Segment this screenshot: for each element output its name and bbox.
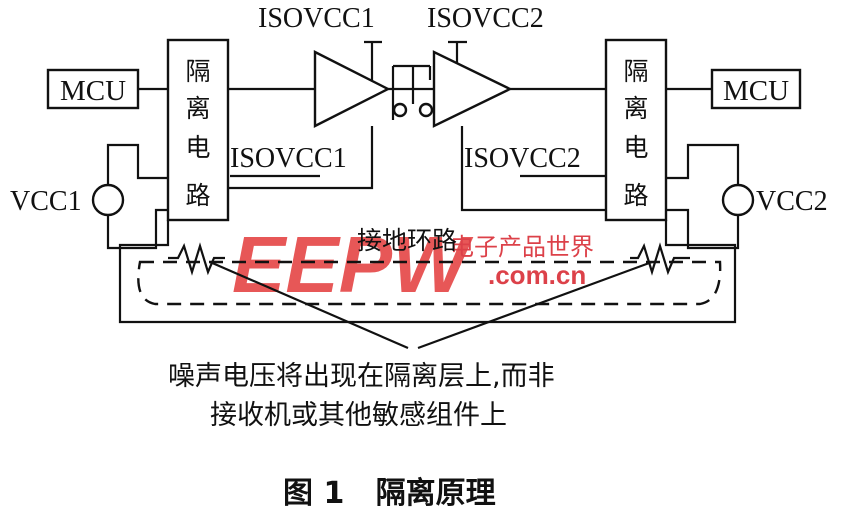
- eepw-chinese: 电子产品世界: [450, 233, 594, 261]
- ground-loop-dashed: [137, 260, 722, 306]
- isolation-left-char: 路: [185, 181, 210, 210]
- isolation-left-char: 电: [185, 133, 210, 162]
- leader-line-left: [209, 260, 409, 350]
- vcc1-source: [91, 143, 168, 250]
- vcc1-label: VCC1: [10, 186, 82, 217]
- vcc2-label: VCC2: [756, 186, 828, 217]
- caption-line-2: 接收机或其他敏感组件上: [210, 400, 507, 431]
- eepw-url: .com.cn: [488, 260, 586, 290]
- mcu-right-box: [710, 68, 802, 110]
- isolation-right-char: 隔: [623, 57, 648, 86]
- isolation-barrier: [388, 64, 434, 120]
- isolation-left-text: 隔 离 电 路: [185, 57, 210, 210]
- isolation-block-left: [166, 38, 230, 222]
- isolation-right-char: 路: [623, 181, 648, 210]
- isovcc2-top-label: ISOVCC2: [427, 3, 544, 34]
- eepw-logo: EEPW: [232, 220, 474, 309]
- isolation-right-char: 电: [623, 133, 648, 162]
- isovcc1-mid-label: ISOVCC1: [230, 143, 347, 174]
- noise-resistor-left: [168, 242, 225, 276]
- buffer-amplifier-2: [432, 50, 513, 128]
- isolation-block-right: [604, 38, 668, 222]
- eepw-watermark: EEPW 电子产品世界 .com.cn: [232, 220, 594, 309]
- isolation-right-char: 离: [623, 94, 648, 123]
- isolation-left-char: 离: [185, 94, 210, 123]
- mcu-right-label: MCU: [723, 75, 789, 107]
- isolation-left-char: 隔: [185, 57, 210, 86]
- caption-line-1: 噪声电压将出现在隔离层上,而非: [168, 361, 555, 392]
- isolation-right-text: 隔 离 电 路: [623, 57, 648, 210]
- ground-loop-label: 接地环路: [357, 226, 457, 255]
- noise-resistor-right: [630, 242, 690, 276]
- figure-title: 图 1 隔离原理: [283, 476, 496, 511]
- isovcc1-top-label: ISOVCC1: [258, 3, 375, 34]
- leader-line-right: [417, 260, 653, 350]
- isovcc2-mid-label: ISOVCC2: [464, 143, 581, 174]
- vcc2-source: [666, 143, 755, 250]
- mcu-left-label: MCU: [60, 75, 126, 107]
- buffer-amplifier-1: [313, 50, 391, 128]
